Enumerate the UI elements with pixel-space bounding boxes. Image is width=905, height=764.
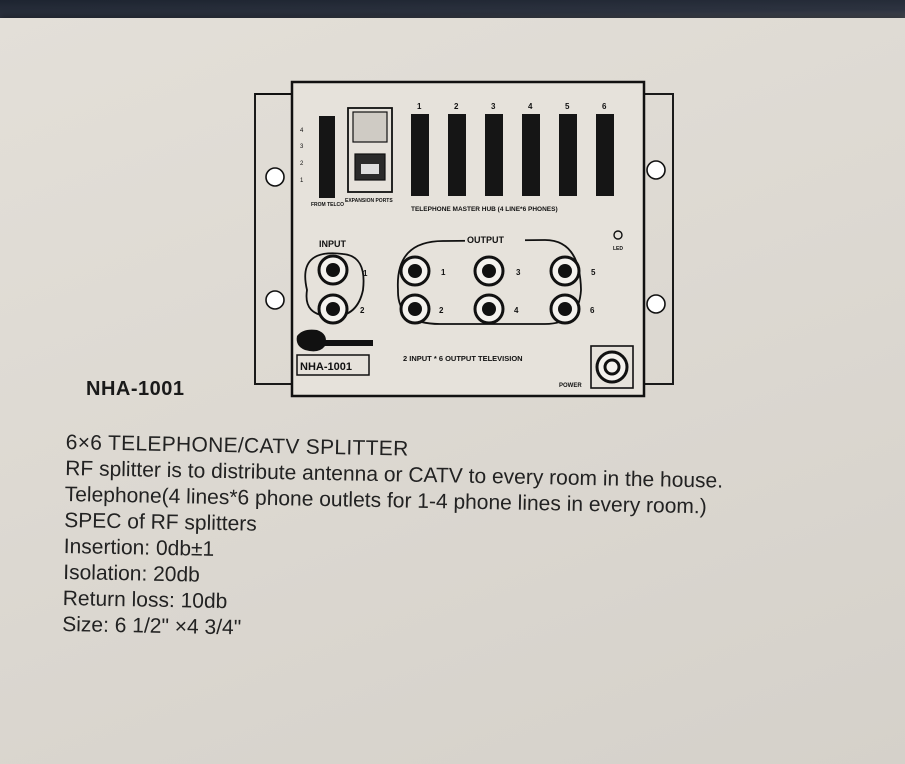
television-label: 2 INPUT * 6 OUTPUT TELEVISION — [403, 354, 523, 363]
port-number: 1 — [417, 102, 422, 111]
power-label: POWER — [559, 383, 582, 389]
led-icon — [613, 230, 623, 240]
led-label: LED — [613, 246, 623, 252]
output-number: 1 — [441, 268, 446, 277]
phone-output-block — [448, 114, 466, 196]
model-number: NHA-1001 — [86, 378, 185, 400]
brand-logo-bar — [325, 340, 373, 346]
mount-hole-icon — [646, 160, 666, 180]
input-number: 2 — [360, 306, 365, 315]
phone-line-number: 1 — [300, 178, 304, 184]
diagram-drawing: 4 3 2 1 FROM TELCO EXPANSION PORTS 1 2 3… — [254, 80, 674, 398]
splitter-diagram: 4 3 2 1 FROM TELCO EXPANSION PORTS 1 2 3… — [245, 78, 685, 403]
expansion-port-top — [352, 111, 388, 143]
from-telco-label: FROM TELCO — [311, 202, 344, 208]
connector-core — [326, 263, 340, 277]
input-loop — [304, 252, 365, 317]
expansion-ports-label: EXPANSION PORTS — [345, 198, 393, 204]
output-connectors — [399, 255, 581, 325]
phone-output-block — [596, 114, 614, 196]
phone-output-block — [485, 114, 503, 196]
phone-output-block — [522, 114, 540, 196]
telco-terminal-block — [319, 116, 335, 198]
output-number: 3 — [516, 268, 521, 277]
mount-hole-icon — [265, 290, 285, 310]
expansion-ports-block — [347, 107, 393, 193]
output-number: 2 — [439, 306, 444, 315]
output-number: 6 — [590, 306, 595, 315]
port-number: 6 — [602, 102, 607, 111]
product-description: 6×6 TELEPHONE/CATV SPLITTER RF splitter … — [62, 430, 901, 654]
output-label: OUTPUT — [467, 235, 505, 245]
connector-core — [326, 302, 340, 316]
panel-model-label: NHA-1001 — [300, 361, 352, 373]
port-number: 4 — [528, 102, 533, 111]
port-number: 2 — [454, 102, 459, 111]
mount-hole-icon — [265, 167, 285, 187]
phone-output-block — [559, 114, 577, 196]
output-number: 4 — [514, 306, 519, 315]
output-number: 5 — [591, 268, 596, 277]
port-number: 3 — [491, 102, 496, 111]
port-number: 5 — [565, 102, 570, 111]
power-connector-icon — [595, 350, 629, 384]
phone-line-number: 3 — [300, 144, 304, 150]
mount-hole-icon — [646, 294, 666, 314]
phone-output-block — [411, 114, 429, 196]
phone-line-number: 2 — [300, 161, 304, 167]
rj-jack-icon — [361, 164, 379, 174]
panel-model-box — [296, 354, 370, 376]
input-number: 1 — [363, 269, 368, 278]
input-label: INPUT — [319, 239, 347, 249]
brand-logo-icon — [296, 329, 326, 352]
phone-outputs — [411, 114, 614, 196]
hub-label: TELEPHONE MASTER HUB (4 LINE*6 PHONES) — [411, 206, 558, 213]
phone-line-number: 4 — [300, 128, 304, 134]
